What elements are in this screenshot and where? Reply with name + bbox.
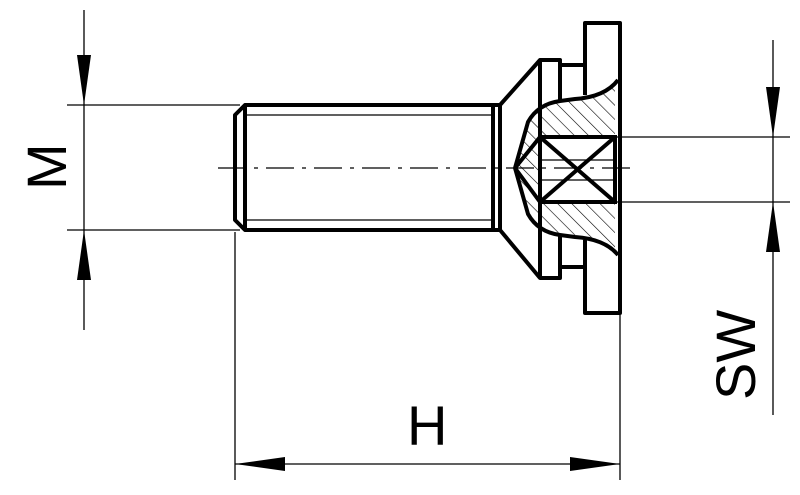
hex-socket	[513, 135, 617, 204]
dimension-m	[67, 10, 240, 330]
dimension-sw	[615, 40, 790, 415]
label-h: H	[407, 394, 447, 457]
dimension-h	[234, 232, 621, 480]
label-m: M	[15, 143, 78, 190]
label-sw: SW	[704, 310, 767, 400]
